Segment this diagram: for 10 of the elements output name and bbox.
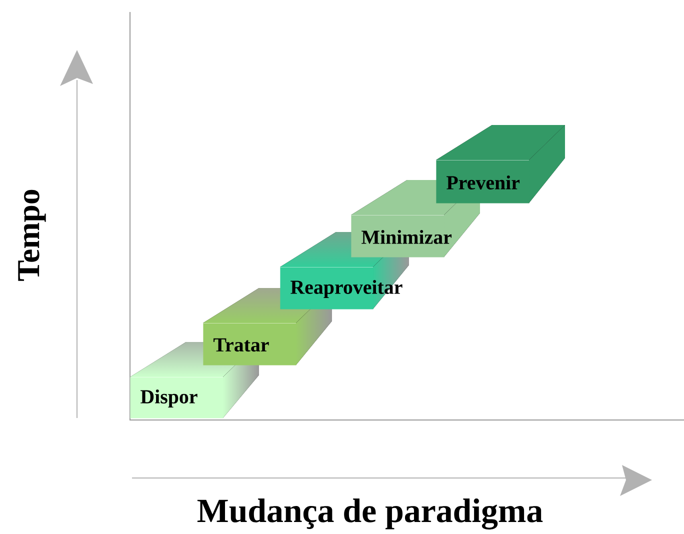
axis-title: Tempo <box>18 190 46 281</box>
step-block: Minimizar <box>351 215 452 258</box>
node-label: Dispor <box>140 389 198 408</box>
axis-title: Mudança de paradigma <box>197 498 543 530</box>
step-block: Dispor <box>130 377 224 418</box>
node-label: Tratar <box>214 338 269 352</box>
node-label: Prevenir <box>446 175 520 190</box>
step-block: Tratar <box>203 323 296 366</box>
node-label: Minimizar <box>362 230 452 244</box>
step-block: Prevenir <box>436 160 530 204</box>
